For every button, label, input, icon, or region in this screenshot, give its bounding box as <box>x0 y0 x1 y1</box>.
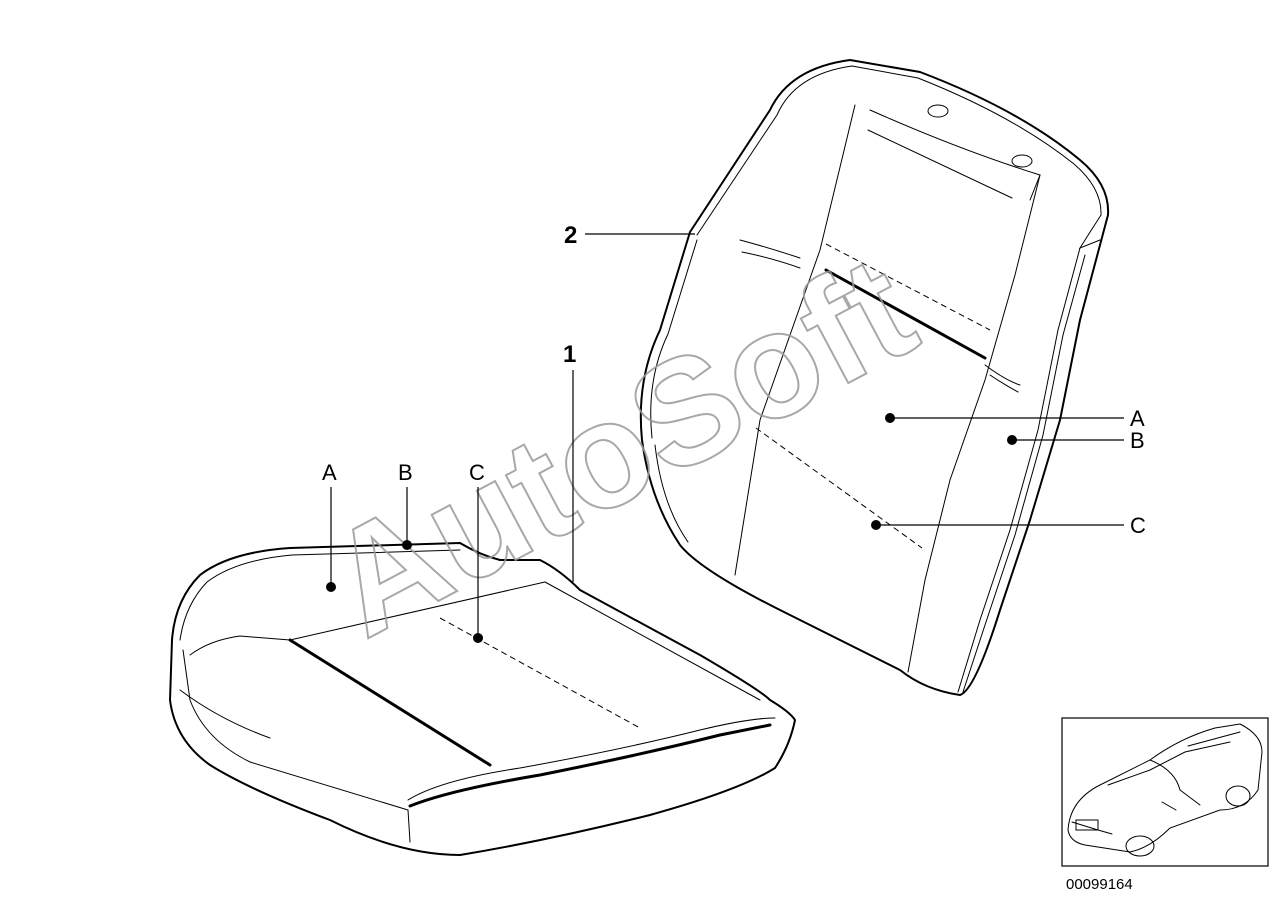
cushion-a-label: A <box>322 460 337 485</box>
callout-cushion-b: B <box>398 460 413 550</box>
cushion-b-label: B <box>398 460 413 485</box>
callout-backrest-a: A <box>885 406 1145 431</box>
backrest-b-label: B <box>1130 428 1145 453</box>
vehicle-inset <box>1061 717 1269 867</box>
diagram-reference-number: 00099164 <box>1066 876 1133 893</box>
callout-cushion-a: A <box>322 460 337 592</box>
backrest-a-label: A <box>1130 406 1145 431</box>
car-silhouette-icon <box>1067 723 1263 857</box>
callout-part-2: 2 <box>564 222 695 249</box>
callout-backrest-b: B <box>1007 428 1145 453</box>
backrest-cover <box>639 59 1110 696</box>
callout-part-1: 1 <box>563 341 576 582</box>
seat-cushion-cover <box>169 542 796 856</box>
cushion-c-label: C <box>469 460 485 485</box>
callout-cushion-c: C <box>469 460 485 643</box>
part-1-label: 1 <box>563 341 576 368</box>
backrest-c-label: C <box>1130 513 1146 538</box>
part-2-label: 2 <box>564 222 577 249</box>
callout-backrest-c: C <box>871 513 1146 538</box>
